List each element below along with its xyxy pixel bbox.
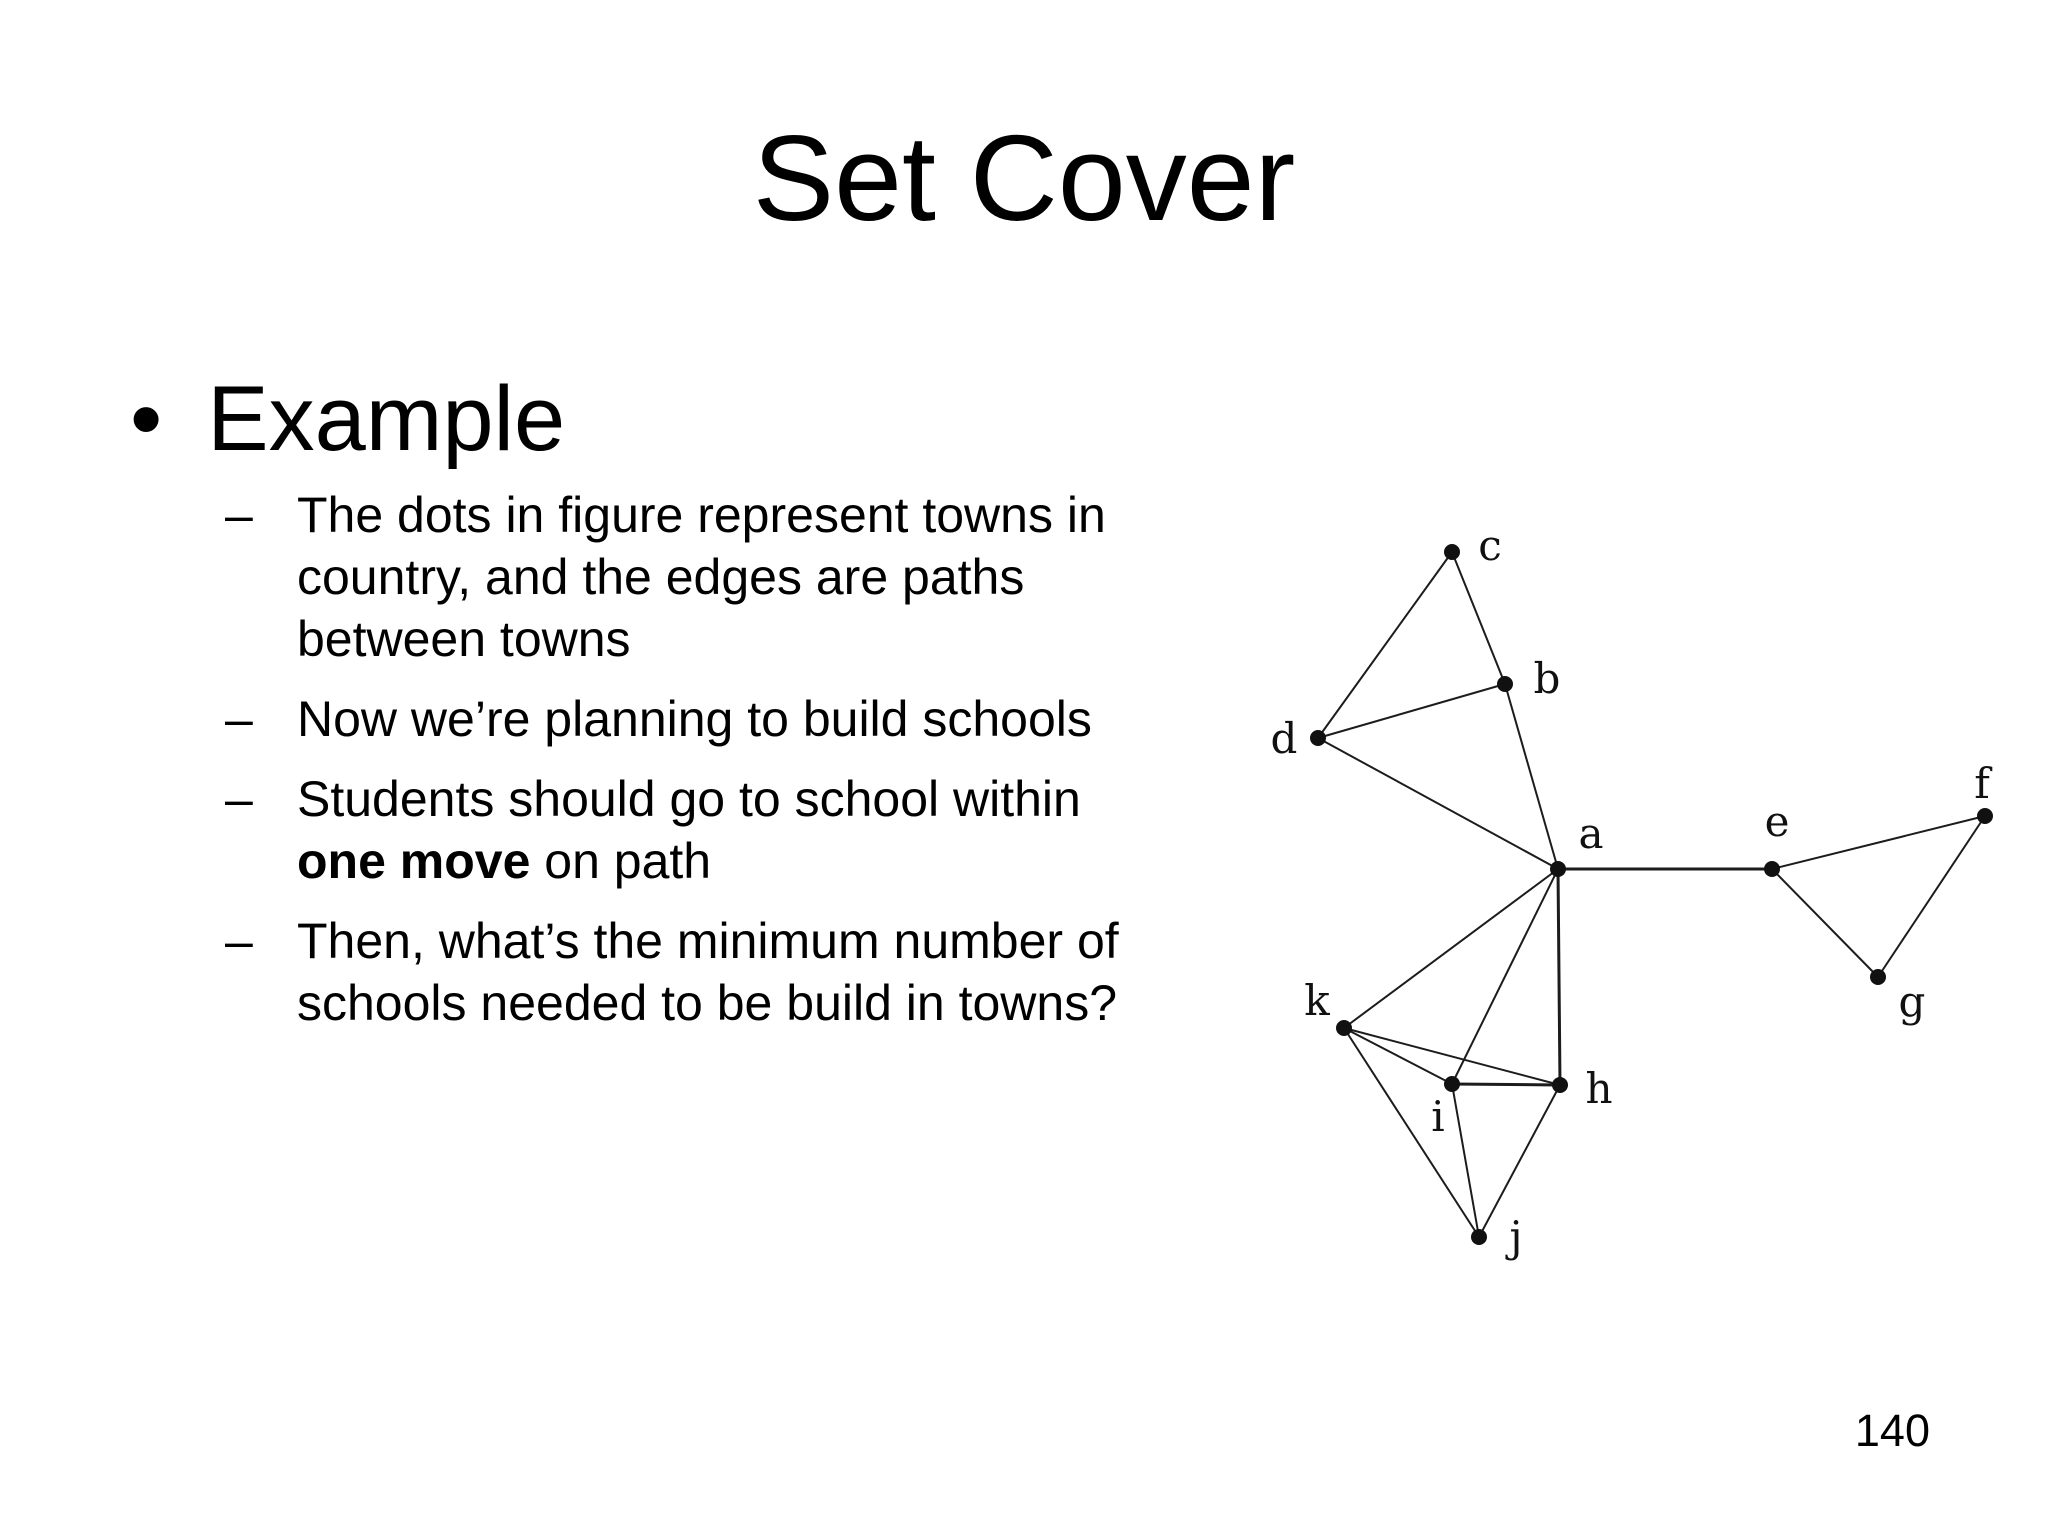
graph-edge-c-b (1451, 551, 1506, 685)
graph-node-k (1336, 1020, 1352, 1036)
graph-node-label-b: b (1534, 654, 1561, 703)
sub-bullet-text: Students should go to school within one m… (297, 768, 1081, 892)
text-line: Now we’re planning to build schools (297, 691, 1092, 747)
sub-bullet-4: –Then, what’s the minimum number of schoo… (225, 910, 1119, 1034)
graph-edge-b-d (1317, 683, 1506, 739)
graph-node-h (1552, 1077, 1568, 1093)
sub-bullet-text: Then, what’s the minimum number of school… (297, 910, 1119, 1034)
graph-node-label-f: f (1974, 759, 1993, 808)
graph-edge-e-f (1771, 815, 1986, 870)
sub-bullet-dash-marker: – (225, 913, 253, 969)
graph-node-label-h: h (1585, 1064, 1612, 1113)
graph-node-label-g: g (1899, 977, 1926, 1026)
sub-bullet-text: The dots in figure represent towns in cou… (297, 484, 1106, 670)
graph-node-d (1310, 730, 1326, 746)
bullet-example: •Example (130, 373, 565, 465)
graph-edge-c-d (1317, 551, 1453, 739)
graph-edge-a-k (1343, 868, 1559, 1029)
graph-edge-b-a (1504, 683, 1559, 870)
graph-node-label-d: d (1271, 714, 1298, 763)
graph-edge-e-g (1771, 868, 1879, 978)
text-line: schools needed to be build in towns? (297, 975, 1118, 1031)
text-line: country, and the edges are paths (297, 549, 1025, 605)
text-line: Students should go to school within (297, 771, 1081, 827)
graph-node-b (1497, 676, 1513, 692)
graph-node-e (1764, 861, 1780, 877)
graph-edge-a-h (1556, 868, 1562, 1086)
slide-title: Set Cover (752, 110, 1296, 246)
graph-node-label-e: e (1765, 797, 1790, 846)
graph-node-label-j: j (1504, 1212, 1522, 1261)
graph-node-label-a: a (1578, 809, 1603, 858)
graph-edge-k-i (1343, 1027, 1453, 1085)
text-line: between towns (297, 611, 631, 667)
graph-node-label-c: c (1478, 521, 1502, 570)
graph-node-f (1977, 808, 1993, 824)
sub-bullet-2: –Now we’re planning to build schools (225, 688, 1119, 750)
graph-edge-f-g (1877, 815, 1986, 978)
graph-edge-k-h (1343, 1027, 1561, 1086)
graph-node-g (1870, 969, 1886, 985)
text-line: The dots in figure represent towns in (297, 487, 1106, 543)
graph-node-a (1550, 861, 1566, 877)
graph-edge-h-j (1478, 1084, 1561, 1238)
page-number: 140 (1854, 1405, 1930, 1456)
bullet-dot-icon: • (130, 368, 163, 470)
graph-edge-a-i (1451, 868, 1559, 1085)
graph-node-label-i: i (1431, 1092, 1444, 1141)
sub-bullet-dash-marker: – (225, 771, 253, 827)
graph-node-label-k: k (1304, 976, 1330, 1025)
graph-node-c (1444, 544, 1460, 560)
bullet-label: Example (207, 368, 566, 470)
graph-edge-k-j (1343, 1027, 1480, 1238)
graph-edge-i-j (1451, 1083, 1480, 1238)
graph-edge-d-a (1317, 737, 1559, 870)
sub-bullet-dash-marker: – (225, 487, 253, 543)
sub-bullet-dash-marker: – (225, 691, 253, 747)
graph-edge-i-h (1451, 1082, 1561, 1087)
sub-bullet-1: –The dots in figure represent towns in co… (225, 484, 1119, 670)
sub-bullet-text: Now we’re planning to build schools (297, 688, 1092, 750)
text-line: Then, what’s the minimum number of (297, 913, 1119, 969)
graph-node-i (1444, 1076, 1460, 1092)
sub-bullet-3: –Students should go to school within one … (225, 768, 1119, 892)
graph-node-j (1471, 1229, 1487, 1245)
text-line: one move on path (297, 833, 712, 889)
